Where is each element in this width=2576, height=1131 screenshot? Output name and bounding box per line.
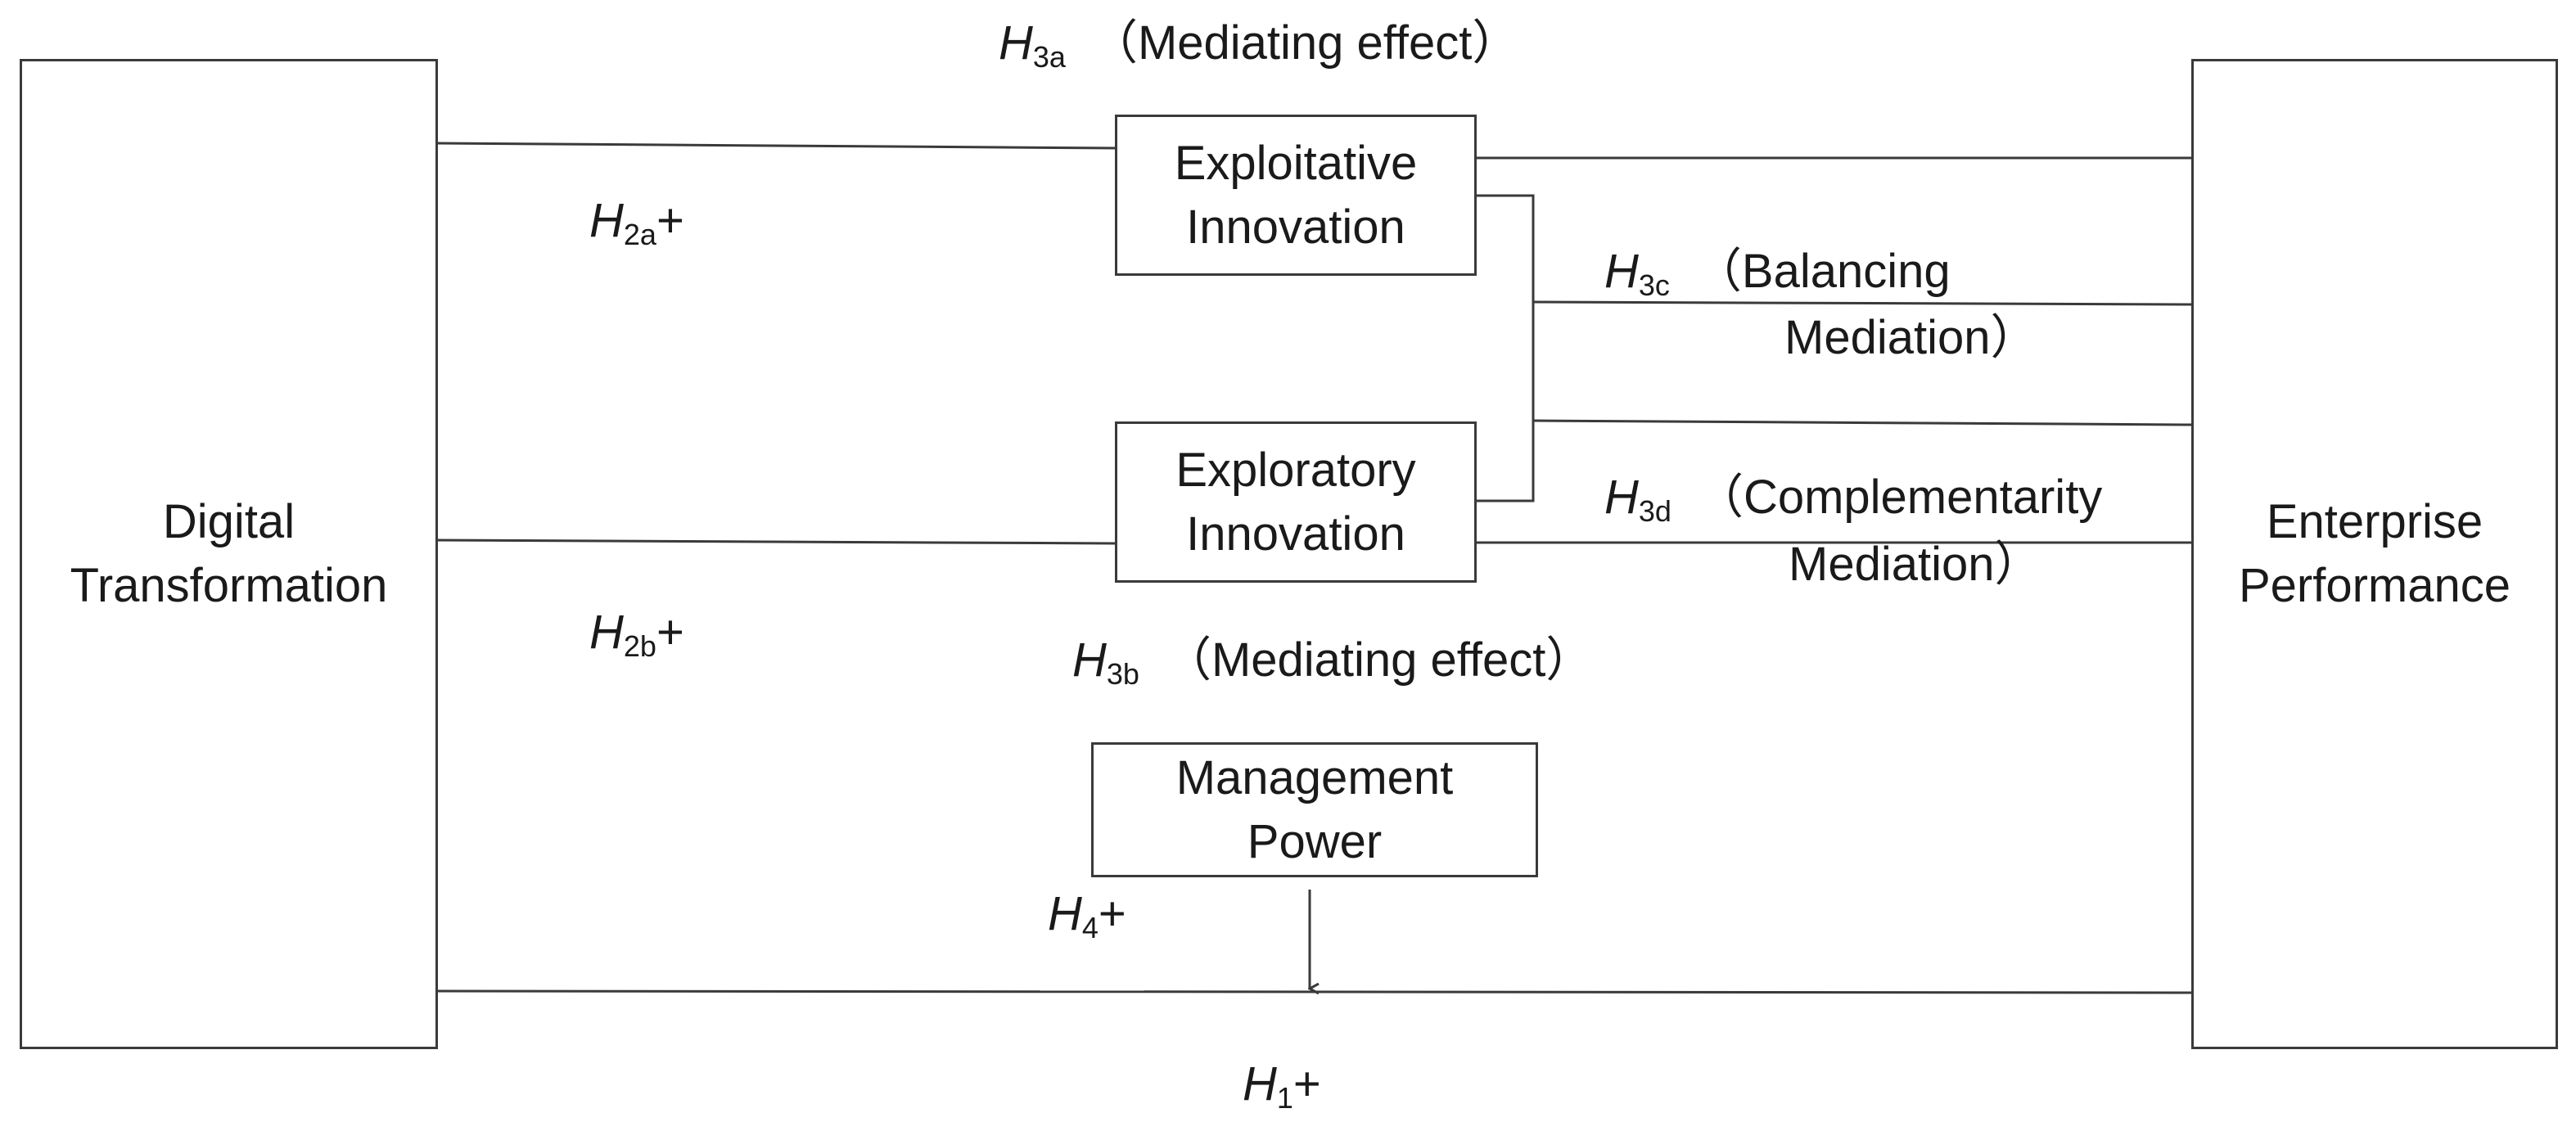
node-label-line2: Innovation	[1186, 507, 1405, 561]
node-label-line1: Exploratory	[1175, 443, 1416, 497]
line-dt-to-ep-direct	[433, 989, 2192, 994]
label-h3b: H3b（Mediating effect）	[1072, 633, 1594, 691]
label-h4: H4+	[1048, 887, 1126, 944]
label-h2a: H2a+	[589, 194, 684, 251]
label-h1: H1+	[1243, 1057, 1321, 1115]
node-label-line2: Innovation	[1186, 200, 1405, 254]
node-label-line1: Exploitative	[1174, 136, 1418, 190]
line-dt-to-exploitative	[435, 142, 1117, 150]
line-complementarity-to-ep	[1532, 419, 2192, 426]
label-h3a: H3a（Mediating effect）	[999, 16, 1520, 74]
node-exploratory-innovation: Exploratory Innovation	[1115, 421, 1477, 583]
bracket-innovation-balance	[1476, 194, 1535, 502]
label-h3d: H3d（Complementarity	[1604, 471, 2103, 528]
node-label-line2: Performance	[2238, 559, 2511, 612]
label-h3c-line2: Mediation）	[1784, 311, 2038, 364]
node-label-line2: Power	[1247, 814, 1383, 868]
label-h3d-line2: Mediation）	[1789, 538, 2042, 591]
node-label-line1: Management	[1175, 750, 1454, 804]
line-dt-to-exploratory	[433, 538, 1117, 545]
node-label-line2: Transformation	[70, 559, 388, 612]
node-exploitative-innovation: Exploitative Innovation	[1115, 115, 1477, 276]
node-digital-transformation: Digital Transformation	[20, 59, 438, 1049]
node-management-power: Management Power	[1091, 742, 1538, 877]
node-label-line1: Digital	[162, 495, 295, 548]
label-h2b: H2b+	[589, 606, 684, 663]
label-h3c: H3c（Balancing	[1604, 245, 1951, 302]
node-label-line1: Enterprise	[2266, 495, 2484, 548]
line-balancing-to-ep	[1532, 300, 2192, 306]
node-enterprise-performance: Enterprise Performance	[2191, 59, 2558, 1049]
